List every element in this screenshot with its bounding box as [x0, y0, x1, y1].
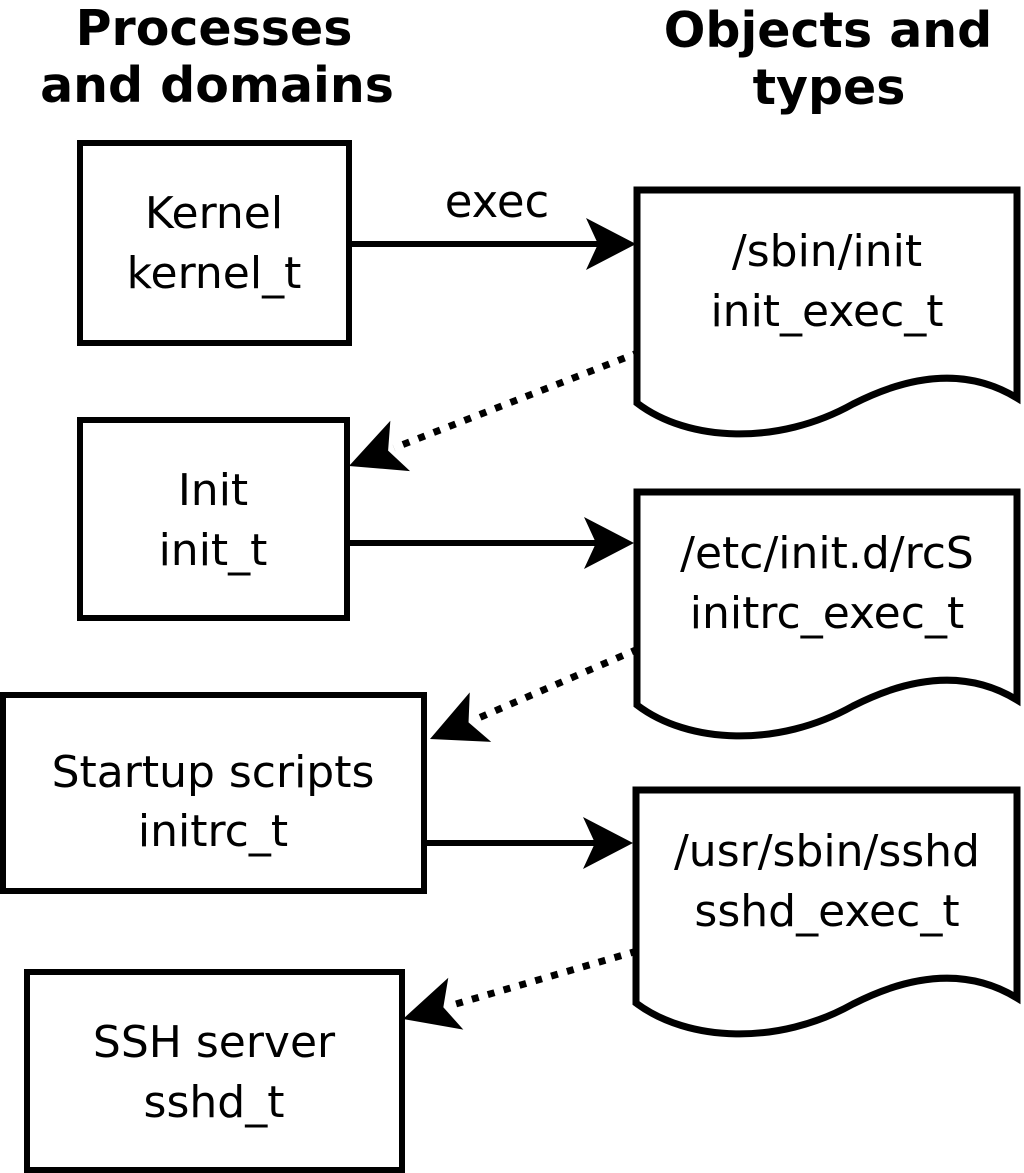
arrowhead-left-icon — [430, 692, 492, 742]
document-shape — [632, 786, 1021, 1038]
process-box-ssh-server: SSH server sshd_t — [24, 969, 405, 1173]
process-box-init: Init init_t — [77, 417, 350, 621]
object-doc-etc-initd-rcS: /etc/init.d/rcS initrc_exec_t — [633, 488, 1021, 740]
left-column-header-line1: Processes — [76, 0, 353, 57]
process-box-rect — [77, 417, 350, 621]
process-name-label: Startup scripts — [52, 747, 375, 798]
exec-arrow-init-to-rcS — [347, 517, 634, 569]
transition-dotted-line — [392, 348, 642, 452]
object-path-label: /usr/sbin/sshd — [674, 826, 980, 877]
arrowhead-left-icon — [403, 977, 464, 1030]
document-shape — [633, 186, 1021, 438]
exec-arrow-kernel-to-init: exec — [350, 175, 636, 270]
process-box-rect — [24, 969, 405, 1173]
document-shape — [633, 488, 1021, 740]
process-name-label: SSH server — [93, 1017, 336, 1068]
exec-arrow-initrc-to-sshd — [424, 817, 633, 869]
object-type-label: sshd_exec_t — [694, 886, 959, 937]
right-column-header-line1: Objects and — [664, 2, 992, 59]
transition-arrow-initrcexec-to-initrc — [430, 645, 640, 742]
process-box-kernel: Kernel kernel_t — [77, 140, 352, 346]
arrowhead-right-icon — [584, 517, 634, 569]
process-domain-label: init_t — [159, 525, 268, 576]
process-name-label: Init — [178, 465, 248, 516]
arrowhead-right-icon — [586, 218, 636, 270]
object-type-label: init_exec_t — [710, 286, 943, 337]
process-box-startup-scripts: Startup scripts initrc_t — [0, 692, 427, 894]
transition-arrow-initexec-to-init — [349, 348, 642, 472]
process-domain-label: kernel_t — [127, 248, 302, 299]
object-type-label: initrc_exec_t — [690, 588, 964, 639]
transition-dotted-line — [472, 645, 640, 724]
process-box-rect — [0, 692, 427, 894]
arrowhead-right-icon — [583, 817, 633, 869]
process-domain-label: initrc_t — [138, 806, 288, 857]
exec-edge-label: exec — [445, 175, 550, 228]
object-doc-usr-sbin-sshd: /usr/sbin/sshd sshd_exec_t — [632, 786, 1021, 1038]
arrowhead-left-icon — [349, 420, 411, 472]
object-path-label: /sbin/init — [732, 226, 922, 277]
process-name-label: Kernel — [145, 188, 283, 239]
process-domain-label: sshd_t — [144, 1077, 285, 1128]
right-column-header-line2: types — [753, 59, 906, 116]
object-doc-sbin-init: /sbin/init init_exec_t — [633, 186, 1021, 438]
transition-arrow-sshdexec-to-sshd — [403, 947, 638, 1030]
transition-dotted-line — [448, 947, 638, 1010]
object-path-label: /etc/init.d/rcS — [680, 528, 974, 579]
left-column-header-line2: and domains — [40, 57, 394, 114]
process-box-rect — [77, 140, 352, 346]
